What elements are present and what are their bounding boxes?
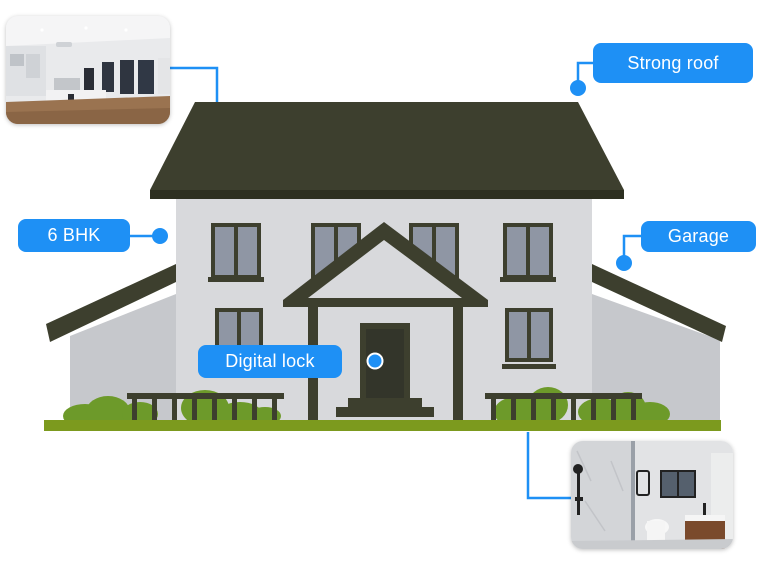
roof-callout-label: Strong roof (593, 43, 753, 83)
kitchen-connector (170, 66, 219, 102)
upper-windows (211, 223, 553, 279)
garage-connector (622, 234, 641, 262)
rooms-marker-dot (152, 228, 168, 244)
porch (283, 222, 488, 420)
ground-strip (44, 420, 721, 431)
left-fence (127, 393, 284, 421)
lock-callout-label: Digital lock (198, 345, 342, 378)
upper-window-sills (208, 277, 556, 282)
roof-connector (576, 61, 593, 88)
right-fence (485, 393, 642, 421)
bathroom-connector (526, 432, 571, 500)
garage-marker-dot (616, 255, 632, 271)
lock-marker-dot (366, 352, 384, 370)
kitchen-interior-photo (6, 16, 170, 124)
roof-marker-dot (570, 80, 586, 96)
right-wing (592, 264, 726, 420)
left-wing (46, 264, 176, 420)
main-roof (150, 102, 624, 199)
bathroom-interior-photo (571, 441, 733, 549)
rooms-callout-label: 6 BHK (18, 219, 130, 252)
garage-callout-label: Garage (641, 221, 756, 252)
